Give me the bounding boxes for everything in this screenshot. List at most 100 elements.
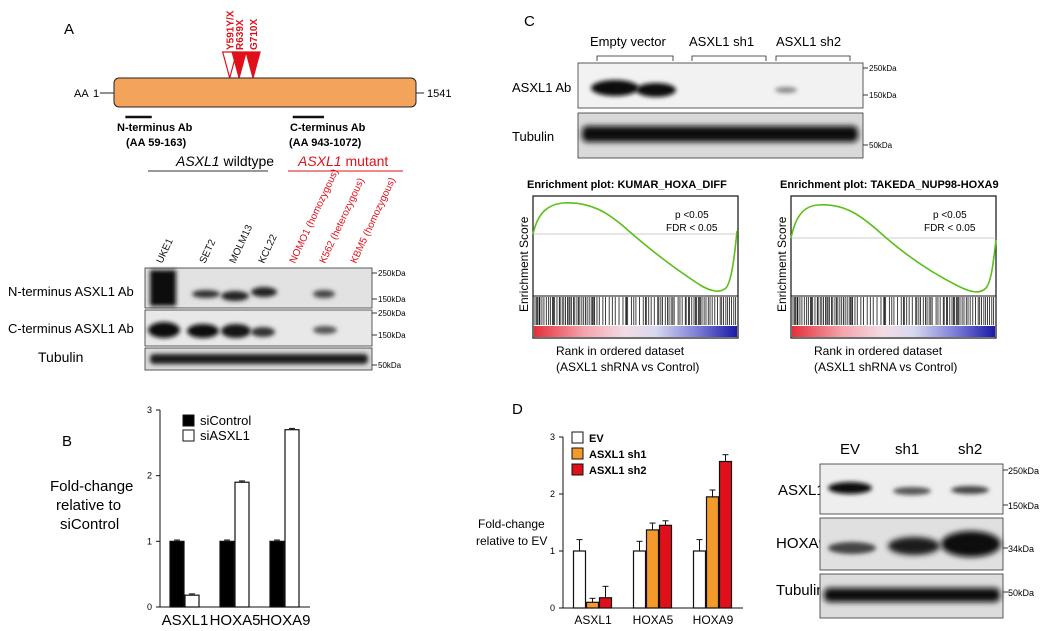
gsea1-stat-fdr: FDR < 0.05 <box>666 223 718 234</box>
band-c-tubulin-row <box>582 126 858 142</box>
marker-d-1: 250kDa <box>1008 466 1039 476</box>
panel-c-row-tubulin: Tubulin <box>512 129 554 144</box>
panel-d-ylabel-1: Fold-change <box>478 517 545 531</box>
mutation-arrow-2 <box>245 51 261 81</box>
band-nterm-k562 <box>313 290 335 298</box>
band-tubulin-row <box>150 354 368 364</box>
panel-d-lane-sh1: sh1 <box>895 441 919 458</box>
gsea1-title: Enrichment plot: KUMAR_HOXA_DIFF <box>527 179 727 191</box>
nterm-ab-name: N-terminus Ab <box>117 122 193 134</box>
band-c-ev2 <box>636 83 676 97</box>
bar-HOXA9-siASXL1 <box>284 429 300 608</box>
legend-swatch-1 <box>182 429 195 442</box>
bar-HOXA5-siASXL1 <box>234 481 250 608</box>
gsea2-hit-lines <box>792 297 995 325</box>
band-c-sh2a <box>775 87 797 93</box>
bar-ASXL1-ASXL1-sh2 <box>598 597 613 609</box>
gsea2-ylabel: Enrichment Score <box>775 216 789 312</box>
band-cterm-molm13 <box>221 324 251 338</box>
band-d-hoxa9-sh1 <box>888 537 940 555</box>
gsea1-ylabel: Enrichment Score <box>517 216 531 312</box>
band-cterm-uke1 <box>148 322 180 338</box>
band-d-hoxa9-ev <box>828 542 876 554</box>
gsea2-es-curve <box>790 204 997 293</box>
panel-b: B Fold-change relative to siControl 0123… <box>50 405 310 629</box>
bar-HOXA9-ASXL1-sh1 <box>705 496 720 609</box>
legend-label-1: siASXL1 <box>200 428 250 443</box>
panel-d-row-asxl1: ASXL1 <box>778 482 825 499</box>
band-cterm-kcl22 <box>251 327 275 337</box>
gsea1-xlabel-2: (ASXL1 shRNA vs Control) <box>556 360 699 374</box>
band-d-tubulin-row <box>824 588 1000 602</box>
x-tick-label-HOXA9: HOXA9 <box>693 613 734 627</box>
y-tick-label-3: 3 <box>550 432 555 442</box>
lane-label-2: MOLM13 <box>228 223 256 265</box>
y-tick-label-0: 0 <box>550 603 555 613</box>
marker-c-3: 50kDa <box>869 141 893 150</box>
y-tick-label-0: 0 <box>147 602 152 612</box>
legend-swatch-1 <box>571 447 584 460</box>
panel-b-ylabel-1: Fold-change <box>50 478 133 495</box>
band-d-asxl1-sh1 <box>893 487 931 495</box>
gsea1-rank-heatbar <box>534 326 737 337</box>
band-nterm-set2 <box>192 290 220 298</box>
marker-d-3: 34kDa <box>1008 544 1034 554</box>
band-d-hoxa9-sh2 <box>941 531 1001 557</box>
panel-c-bracket-3 <box>775 55 851 61</box>
panel-a-letter: A <box>64 21 74 38</box>
legend-label-0: EV <box>589 433 604 445</box>
legend-label-1: ASXL1 sh1 <box>589 449 646 461</box>
bar-ASXL1-ASXL1-sh1 <box>585 601 600 609</box>
bar-ASXL1-siASXL1 <box>184 594 200 608</box>
blot-row-label-cterm: C-terminus ASXL1 Ab <box>8 321 134 336</box>
mutation-label-0: Y591Y/X <box>226 10 237 50</box>
panel-b-ylabel-2: relative to <box>56 497 121 514</box>
lane-label-1: SET2 <box>198 238 219 266</box>
group-mutant-label: ASXL1 mutant <box>297 153 388 169</box>
gsea2-xlabel-1: Rank in ordered dataset <box>814 344 943 358</box>
legend-label-2: ASXL1 sh2 <box>589 465 646 477</box>
lane-label-0: UKE1 <box>155 237 176 266</box>
panel-d-letter: D <box>512 401 523 418</box>
group-wildtype-label: ASXL1 wildtype <box>175 153 274 169</box>
gsea1-stat-p: p <0.05 <box>675 210 709 221</box>
x-tick-label-ASXL1: ASXL1 <box>574 613 612 627</box>
gsea2-stat-fdr: FDR < 0.05 <box>924 223 976 234</box>
panel-a-blot <box>144 267 373 371</box>
panel-b-letter: B <box>62 433 72 450</box>
panel-b-ylabel-3: siControl <box>60 516 119 533</box>
band-nterm-molm13 <box>221 291 249 301</box>
panel-c-letter: C <box>524 13 535 30</box>
marker-a-3: 250kDa <box>378 309 406 318</box>
bar-HOXA9-ASXL1-sh2 <box>718 460 733 609</box>
bar-HOXA5-siControl <box>219 540 235 608</box>
y-tick-label-1: 1 <box>550 546 555 556</box>
panel-c-group-2: ASXL1 sh1 <box>689 34 754 49</box>
band-nterm-uke1 <box>150 270 176 306</box>
mutation-label-1: R639X <box>235 19 246 50</box>
blot-row-label-nterm: N-terminus ASXL1 Ab <box>8 284 134 299</box>
bar-ASXL1-siControl <box>169 540 185 608</box>
legend-swatch-0 <box>571 431 584 444</box>
gsea2-title: Enrichment plot: TAKEDA_NUP98-HOXA9 <box>780 179 999 191</box>
bar-HOXA9-EV <box>692 550 707 609</box>
bar-HOXA5-EV <box>632 550 647 609</box>
aa-prefix: AA <box>74 88 89 100</box>
gsea-plot-1: Enrichment plot: KUMAR_HOXA_DIFF p <0.05… <box>517 179 739 374</box>
marker-a-4: 150kDa <box>378 331 406 340</box>
band-nterm-kcl22 <box>251 287 277 297</box>
legend-swatch-0 <box>182 414 195 427</box>
mutation-arrow-0 <box>221 51 238 81</box>
x-tick-label-HOXA9: HOXA9 <box>260 612 311 629</box>
y-tick-label-2: 2 <box>550 489 555 499</box>
band-c-ev1 <box>591 80 639 96</box>
panel-d-lane-ev: EV <box>840 441 860 458</box>
legend-label-0: siControl <box>200 413 251 428</box>
panel-c-group-1: Empty vector <box>590 34 667 49</box>
panel-d-ylabel-2: relative to EV <box>476 534 547 548</box>
panel-d-row-tubulin: Tubulin <box>776 582 825 599</box>
